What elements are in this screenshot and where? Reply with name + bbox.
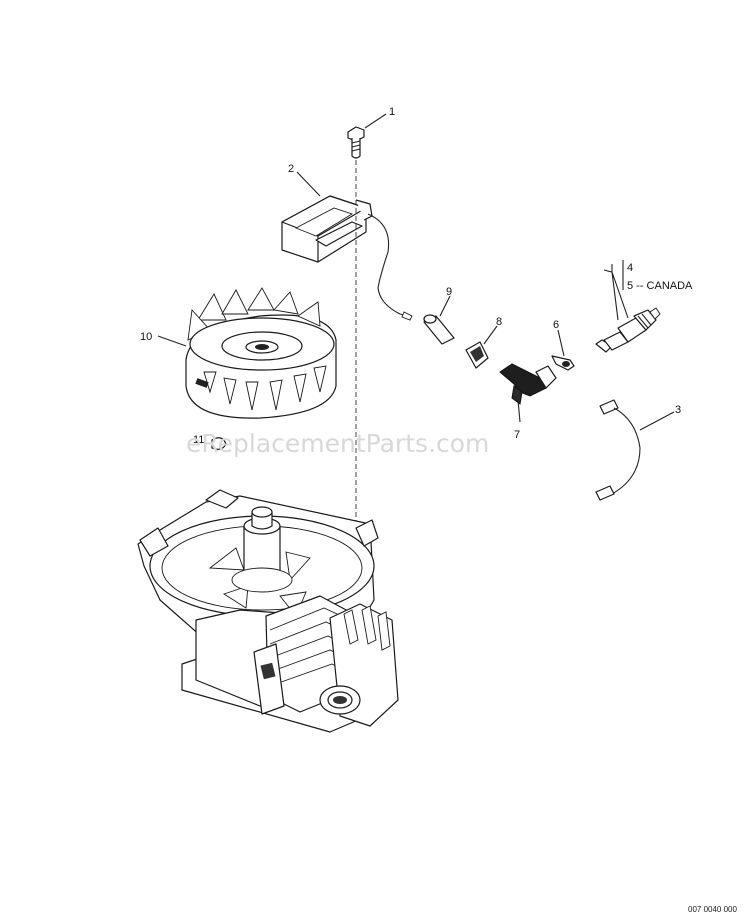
- callout-5: 5 -- CANADA: [627, 280, 693, 292]
- callout-7: 7: [514, 429, 520, 441]
- leader-2: [296, 171, 321, 197]
- part-4-5-spark-plug[interactable]: [595, 307, 661, 353]
- leader-6: [557, 329, 565, 357]
- leader-4-5: [603, 264, 629, 321]
- part-11-key[interactable]: [211, 437, 227, 450]
- part-9-spring[interactable]: [423, 314, 455, 345]
- part-10-flywheel[interactable]: [185, 287, 337, 419]
- callout-10: 10: [140, 331, 152, 343]
- leader-10: [157, 335, 187, 347]
- engine-cylinder: [253, 595, 399, 727]
- callout-8: 8: [496, 316, 502, 328]
- part-7-spark-plug-boot[interactable]: [499, 363, 557, 405]
- callout-1: 1: [389, 106, 395, 118]
- diagram-code: 007 0040 000: [688, 905, 737, 914]
- callout-9: 9: [446, 286, 452, 298]
- callout-4: 4: [627, 262, 633, 274]
- leader-3: [639, 411, 675, 431]
- callout-2: 2: [288, 163, 294, 175]
- part-8-boot-insert[interactable]: [465, 341, 489, 369]
- leader-8: [483, 325, 498, 345]
- coil-wire: [367, 213, 409, 317]
- callout-3: 3: [675, 404, 681, 416]
- leader-9: [439, 295, 451, 317]
- part-3-ground-wire[interactable]: [595, 399, 641, 501]
- leader-7: [517, 399, 521, 423]
- part-6-spring-clip[interactable]: [551, 355, 575, 371]
- part-2-ignition-coil[interactable]: [281, 195, 373, 263]
- callout-11: 11: [193, 434, 204, 446]
- part-1-bolt[interactable]: [347, 126, 365, 159]
- watermark: eReplacementParts.com: [186, 429, 489, 458]
- callout-6: 6: [553, 319, 559, 331]
- leader-1: [364, 113, 387, 129]
